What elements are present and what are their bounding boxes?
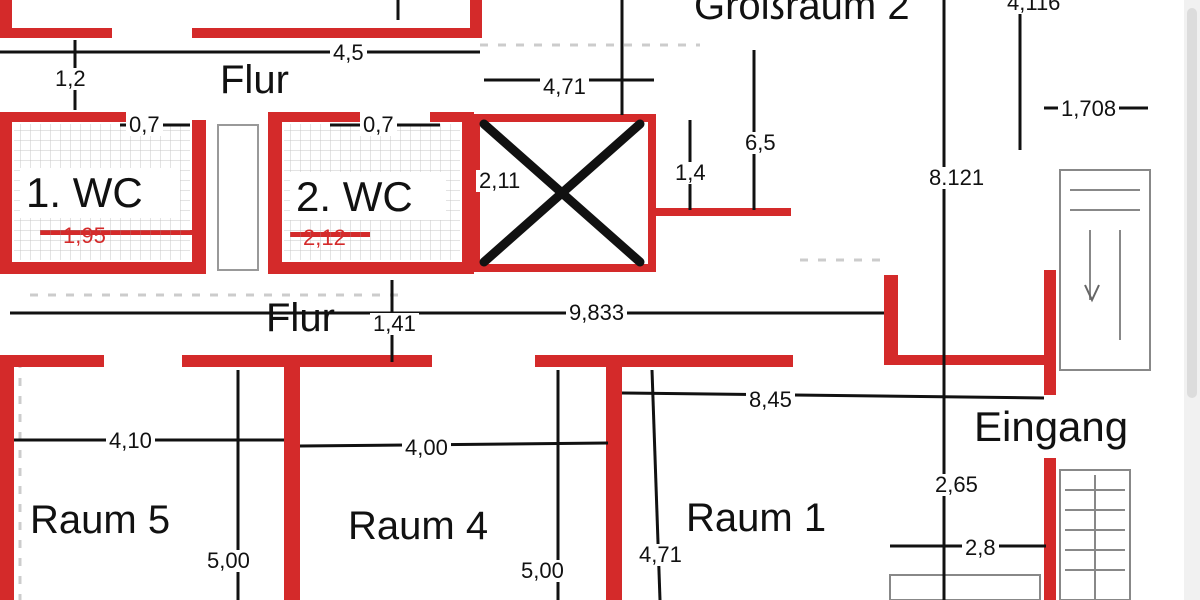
dim-label-4-71-top: 4,71 — [540, 76, 589, 98]
room-label-wc2: 2. WC — [296, 173, 413, 220]
room-label-flur-mid: Flur — [266, 296, 335, 340]
dim-label-4-5: 4,5 — [330, 42, 367, 64]
stairs-bottom-right — [889, 469, 1131, 600]
dim-label-8-121: 8.121 — [926, 167, 988, 189]
room-label-wc1: 1. WC — [26, 169, 143, 216]
dim-label-0-7-b: 0,7 — [360, 114, 397, 136]
wc2-label-bg — [290, 172, 446, 220]
dim-label-1-4: 1,4 — [672, 162, 709, 184]
dim-label-1-95: 1,95 — [63, 223, 106, 248]
dim-label-2-8: 2,8 — [962, 537, 999, 559]
walls — [0, 0, 1056, 600]
dim-label-4-10: 4,10 — [106, 430, 155, 452]
stairs-top-right — [1059, 169, 1151, 371]
dim-label-2-65: 2,65 — [932, 474, 981, 496]
room-label-flur-top: Flur — [220, 58, 289, 102]
wc-divider-column — [217, 124, 259, 271]
dim-label-5-00-b: 5,00 — [518, 560, 567, 582]
dim-label-4-116: 4,116 — [1004, 0, 1064, 14]
dim-label-1-2: 1,2 — [52, 68, 89, 90]
dim-label-6-5: 6,5 — [742, 132, 779, 154]
wc1-label-bg — [20, 168, 180, 218]
faint-dashes — [18, 43, 880, 600]
blocked-area-cross — [479, 119, 645, 267]
dim-label-4-71-bottom: 4,71 — [636, 544, 685, 566]
dim-label-5-00-a: 5,00 — [204, 550, 253, 572]
dim-label-2-12: 2,12 — [303, 225, 346, 250]
room-label-raum4: Raum 4 — [348, 504, 489, 548]
dim-label-8-45: 8,45 — [746, 389, 795, 411]
dimension-lines — [0, 0, 1148, 600]
scrollbar-thumb[interactable] — [1187, 8, 1197, 398]
vertical-scrollbar[interactable] — [1184, 0, 1200, 600]
dim-label-1-41: 1,41 — [370, 313, 419, 335]
room-label-raum5: Raum 5 — [30, 498, 171, 542]
dim-label-4-00: 4,00 — [402, 437, 451, 459]
room-label-raum1: Raum 1 — [686, 496, 827, 540]
dim-label-0-7-a: 0,7 — [126, 114, 163, 136]
dim-label-1-708: 1,708 — [1058, 98, 1120, 120]
room-label-grossraum: Großraum 2 — [694, 0, 910, 28]
dim-label-2-11: 2,11 — [476, 170, 524, 192]
room-label-eingang: Eingang — [974, 403, 1129, 450]
dim-label-9-833: 9,833 — [566, 302, 628, 324]
